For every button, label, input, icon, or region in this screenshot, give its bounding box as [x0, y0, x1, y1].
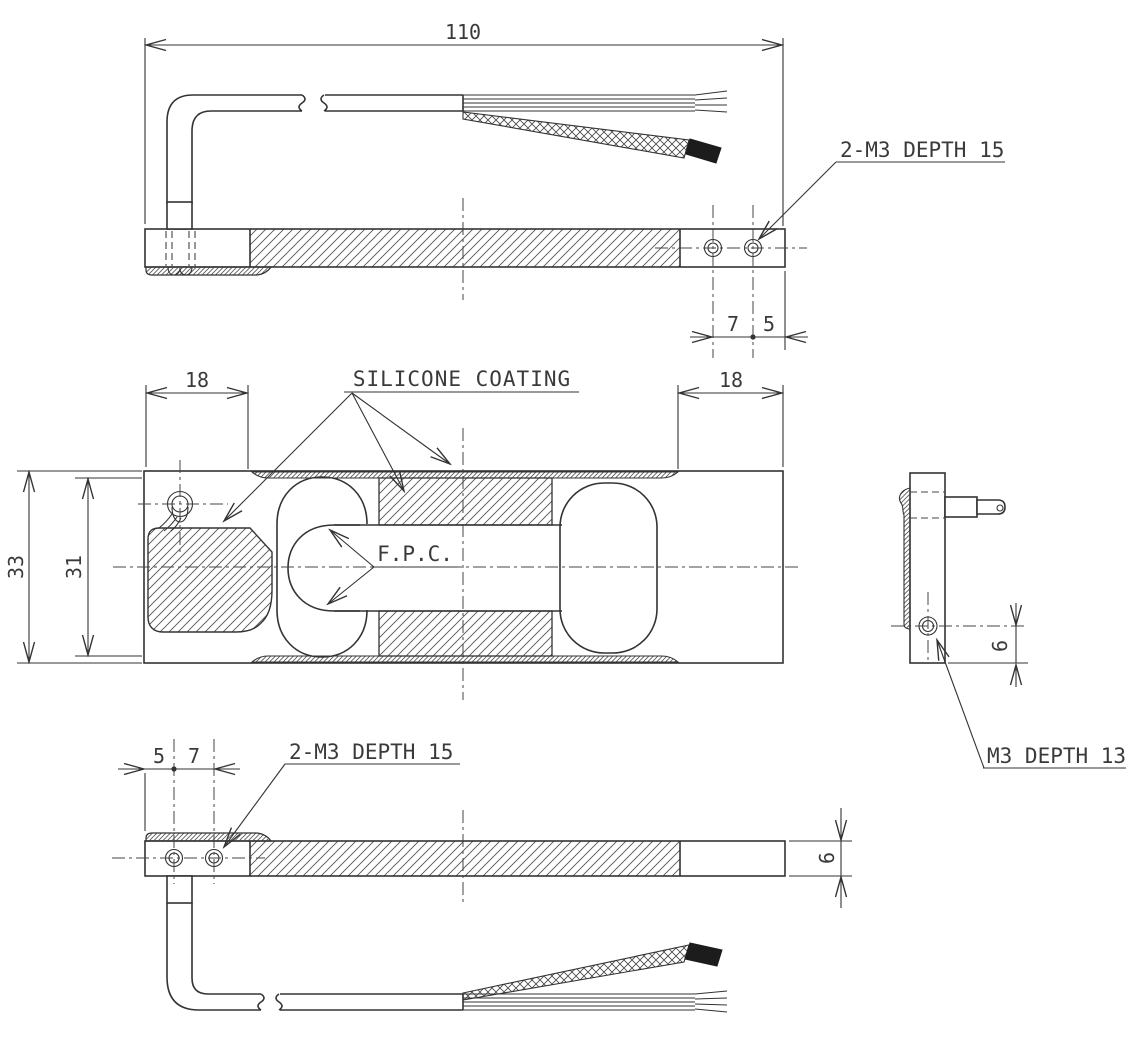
thread-note-text: 2-M3 DEPTH 15 [289, 740, 453, 764]
cable-inner-line [191, 903, 261, 995]
cable-shield-tip [684, 942, 723, 967]
leader-line [224, 763, 286, 847]
cable-break-left [257, 993, 265, 1011]
plan-view: 33 31 18 18 SILICONE COATING F.P.C. [4, 367, 800, 700]
dim-5-text: 5 [153, 744, 165, 768]
thread-note-top: 2-M3 DEPTH 15 [759, 138, 1005, 239]
coating-strip-top [250, 471, 680, 479]
cable-boot [166, 875, 193, 904]
coating-strip-bottom [250, 655, 680, 663]
cable-outer-line [166, 94, 302, 204]
coating-strip-top [145, 832, 273, 842]
dim-dot [750, 334, 756, 340]
m3-note: M3 DEPTH 13 [937, 640, 1126, 769]
cable-ribbon-wires [463, 94, 695, 112]
cable-stub-end [996, 504, 1004, 512]
dim-7-5: 7 5 [690, 271, 808, 350]
gland-hidden-lines [165, 231, 196, 266]
m3-note-text: M3 DEPTH 13 [987, 744, 1126, 768]
cable-break-right [275, 993, 283, 1011]
thread-note-bottom: 2-M3 DEPTH 15 [224, 740, 460, 847]
cable-boot [166, 201, 193, 230]
dim-5-text: 5 [763, 312, 775, 336]
bottom-view: 5 7 2-M3 DEPTH 15 6 [112, 739, 852, 1013]
tongue-nose [287, 524, 360, 612]
cable-wire-ends [694, 90, 728, 113]
side-view: 6 M3 DEPTH 13 [891, 472, 1126, 769]
cable-gland [944, 496, 978, 518]
cable-jacket [325, 94, 464, 112]
cable-shield-braid [462, 944, 690, 1001]
silicone-coating-note: SILICONE COATING [224, 367, 579, 521]
cable-stub [976, 499, 1006, 515]
dim-18r-text: 18 [719, 368, 743, 392]
silicone-pocket-lower [378, 610, 553, 657]
cable-bottom-view [166, 903, 728, 1013]
right-lobe [559, 482, 658, 654]
dim-dot [171, 766, 177, 772]
silicone-blob [147, 527, 273, 633]
leader-line [937, 640, 985, 769]
cable-break-right [320, 94, 328, 112]
beam-section-hatch [250, 841, 680, 876]
cable-inner-line [191, 110, 302, 204]
dim-7-text: 7 [188, 744, 200, 768]
top-view: 110 7 5 2-M3 DEPTH 15 [145, 20, 1005, 358]
dim-18-left: 18 [146, 368, 248, 469]
cable-top-view [166, 90, 728, 204]
cable-ribbon-wires [463, 993, 695, 1011]
dim-7-text: 7 [727, 312, 739, 336]
tongue-lines [334, 524, 562, 612]
dim-6-bottom-text: 6 [815, 852, 839, 864]
silicone-pocket-upper [378, 477, 553, 526]
dim-6-side-text: 6 [988, 640, 1012, 652]
dim-18l-text: 18 [185, 368, 209, 392]
dim-110: 110 [145, 20, 783, 226]
dim-5-7: 5 7 [118, 744, 240, 831]
leader-line [759, 161, 837, 239]
cable-gland-plan [138, 460, 228, 552]
dim-33: 33 [4, 471, 142, 663]
dim-31: 31 [62, 478, 142, 656]
cable-shield-braid [462, 111, 690, 159]
fpc-note-text: F.P.C. [377, 542, 453, 566]
dim-110-text: 110 [445, 20, 481, 44]
coating-strip-bottom [145, 266, 273, 276]
thread-note-text: 2-M3 DEPTH 15 [840, 138, 1004, 162]
cable-shield-tip [685, 138, 722, 164]
cable-break-left [298, 94, 306, 112]
fpc-note: F.P.C. [328, 530, 457, 604]
gland-hidden-lines [910, 491, 945, 519]
gland-tip-bumps [167, 266, 193, 276]
dim-18-right: 18 [678, 368, 783, 469]
dim-31-text: 31 [62, 555, 86, 579]
dim-6-bottom: 6 [789, 808, 852, 908]
cable-outer-line [166, 903, 261, 1011]
beam-section-hatch [250, 229, 680, 267]
dim-6-side: 6 [948, 603, 1028, 687]
cable-wire-ends [694, 990, 728, 1013]
coating-edge-strip [898, 487, 911, 630]
coating-note-text: SILICONE COATING [353, 367, 571, 391]
dim-33-text: 33 [4, 555, 28, 579]
cable-jacket [280, 993, 464, 1011]
